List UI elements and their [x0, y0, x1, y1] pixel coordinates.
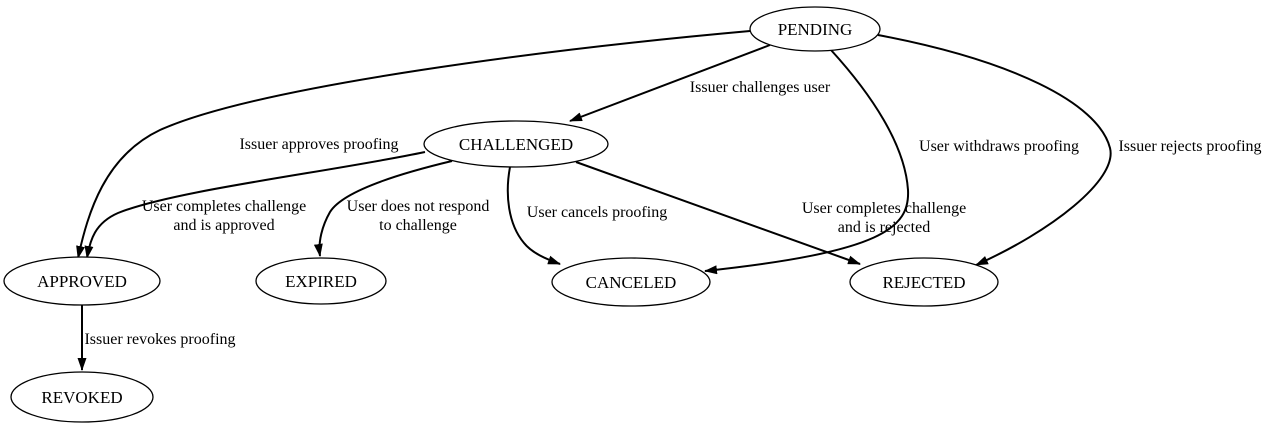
edge-label-approved-revoked-line1: Issuer revokes proofing: [84, 331, 235, 348]
edge-pending-approved: [76, 30, 751, 259]
node-expired-ellipse: [255, 257, 387, 305]
node-revoked-label: REVOKED: [41, 388, 122, 407]
edge-pending-canceled: [704, 49, 910, 275]
node-challenged: CHALLENGED: [423, 120, 609, 168]
edge-label-pending-approved-line1: Issuer approves proofing: [239, 136, 398, 153]
edge-label-challenged-rejected-line2: and is rejected: [838, 219, 930, 236]
edge-label-challenged-expired-line1: User does not respond: [347, 198, 490, 215]
edge-label-pending-canceled-line1: User withdraws proofing: [919, 138, 1079, 155]
node-pending-label: PENDING: [778, 20, 853, 39]
node-revoked-ellipse: [10, 371, 154, 423]
edge-pending-rejected: [877, 34, 1112, 266]
node-rejected: REJECTED: [849, 257, 999, 307]
node-approved-ellipse: [3, 256, 161, 306]
node-approved-label: APPROVED: [37, 272, 127, 291]
edge-challenged-approved: [84, 151, 426, 259]
node-revoked: REVOKED: [10, 371, 154, 423]
edge-label-challenged-expired-line2: to challenge: [379, 217, 457, 234]
edge-label-challenged-canceled-line1: User cancels proofing: [527, 204, 667, 221]
edge-label-challenged-approved-line2: and is approved: [173, 217, 274, 234]
edge-label-challenged-approved-line1: User completes challenge: [142, 198, 306, 215]
node-rejected-label: REJECTED: [882, 273, 965, 292]
node-canceled-label: CANCELED: [586, 273, 677, 292]
node-challenged-ellipse: [423, 120, 609, 168]
edge-challenged-expired: [313, 160, 453, 257]
edge-challenged-rejected: [575, 161, 861, 265]
edge-pending-challenged: [569, 44, 771, 122]
node-approved: APPROVED: [3, 256, 161, 306]
node-pending: PENDING: [749, 6, 881, 52]
edge-label-pending-rejected-line1: Issuer rejects proofing: [1118, 138, 1261, 155]
edge-challenged-canceled: [506, 166, 561, 265]
node-expired-label: EXPIRED: [285, 272, 357, 291]
node-expired: EXPIRED: [255, 257, 387, 305]
edge-label-pending-challenged-line1: Issuer challenges user: [690, 79, 831, 96]
node-challenged-label: CHALLENGED: [459, 135, 573, 154]
node-canceled: CANCELED: [551, 257, 711, 307]
node-canceled-ellipse: [551, 257, 711, 307]
node-pending-ellipse: [749, 6, 881, 52]
edge-label-challenged-rejected-line1: User completes challenge: [802, 200, 966, 217]
node-rejected-ellipse: [849, 257, 999, 307]
